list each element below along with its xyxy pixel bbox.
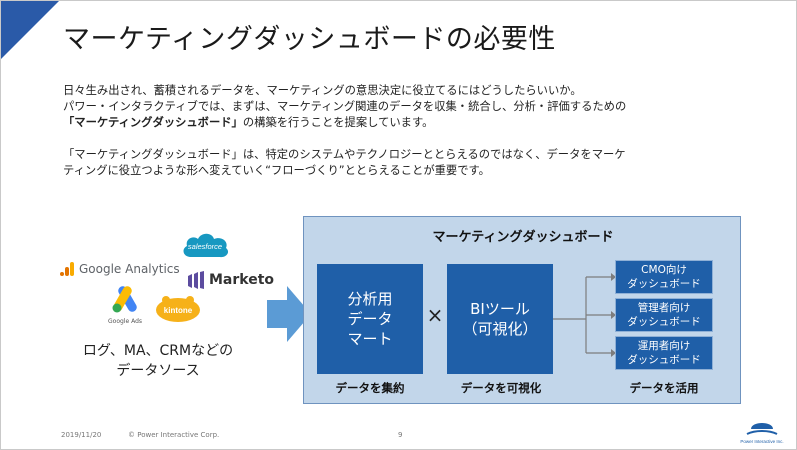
kintone-label: kintone bbox=[164, 306, 193, 315]
caption-line: ログ、MA、CRMなどの bbox=[82, 343, 234, 359]
corner-accent bbox=[1, 1, 59, 59]
body-line: ティングに役立つような形へ変えていく“フローづくり”ととらえることが重要です。 bbox=[63, 164, 490, 177]
google-analytics-icon bbox=[60, 262, 74, 276]
block-line: （可視化） bbox=[462, 320, 538, 338]
emphasis-text: 「マーケティングダッシュボード」 bbox=[63, 116, 243, 129]
dashboard-title: マーケティングダッシュボード bbox=[432, 230, 614, 245]
marketo-label: Marketo bbox=[209, 272, 275, 288]
block-line: マート bbox=[347, 330, 393, 348]
output-line: 管理者向け bbox=[637, 302, 691, 314]
body-text: 日々生み出され、蓄積されるデータを、マーケティングの意思決定に役立てるにはどうし… bbox=[63, 83, 753, 179]
output-line: CMO向け bbox=[641, 264, 687, 276]
caption-visualize: データを可視化 bbox=[460, 381, 542, 395]
body-line: パワー・インタラクティブでは、まずは、マーケティング関連のデータを収集・統合し、… bbox=[63, 100, 627, 113]
google-analytics-label: Google Analytics bbox=[79, 262, 180, 276]
output-line: ダッシュボード bbox=[627, 316, 701, 328]
block-line: データ bbox=[347, 310, 393, 328]
marketo-logo: Marketo bbox=[187, 271, 274, 289]
google-ads-logo: Google Ads bbox=[101, 285, 149, 325]
caption-line: データソース bbox=[116, 363, 200, 379]
power-interactive-logo-icon: Power Interactive Inc. bbox=[740, 423, 784, 444]
dashboard-panel: マーケティングダッシュボード 分析用 データ マート × BIツール （可視化）… bbox=[303, 216, 741, 404]
bi-tool-block: BIツール （可視化） bbox=[447, 264, 553, 374]
footer-date: 2019/11/20 bbox=[61, 431, 102, 439]
cmo-dashboard-box: CMO向け ダッシュボード bbox=[615, 260, 713, 294]
arrow-right-icon bbox=[267, 286, 311, 342]
multiply-sign: × bbox=[426, 303, 444, 327]
data-mart-block: 分析用 データ マート bbox=[317, 264, 423, 374]
google-ads-label: Google Ads bbox=[108, 318, 142, 325]
operator-dashboard-box: 運用者向け ダッシュボード bbox=[615, 336, 713, 370]
manager-dashboard-box: 管理者向け ダッシュボード bbox=[615, 298, 713, 332]
output-line: 運用者向け bbox=[637, 340, 691, 352]
body-line: 「マーケティングダッシュボード」は、特定のシステムやテクノロジーととらえるのでは… bbox=[63, 148, 626, 161]
slide-title: マーケティングダッシュボードの必要性 bbox=[63, 24, 556, 55]
salesforce-label: salesforce bbox=[188, 242, 222, 251]
page-number: 9 bbox=[398, 431, 403, 439]
kintone-icon: kintone bbox=[156, 296, 200, 322]
flow-connector-lines bbox=[553, 273, 616, 357]
caption-utilize: データを活用 bbox=[629, 381, 699, 395]
body-line-rest: の構築を行うことを提案しています。 bbox=[242, 116, 434, 129]
block-line: BIツール bbox=[470, 300, 530, 318]
footer-logo-text: Power Interactive Inc. bbox=[740, 439, 783, 444]
block-line: 分析用 bbox=[347, 290, 393, 308]
caption-aggregate: データを集約 bbox=[335, 381, 405, 395]
body-line: 「マーケティングダッシュボード」の構築を行うことを提案しています。 bbox=[63, 115, 753, 131]
salesforce-cloud-icon: salesforce bbox=[183, 233, 229, 258]
google-analytics-logo: Google Analytics bbox=[59, 261, 180, 277]
marketo-icon bbox=[188, 271, 204, 289]
data-source-caption: ログ、MA、CRMなどの データソース bbox=[63, 341, 253, 381]
output-line: ダッシュボード bbox=[627, 278, 701, 290]
output-line: ダッシュボード bbox=[627, 354, 701, 366]
google-ads-icon bbox=[112, 286, 137, 313]
footer-copyright: © Power Interactive Corp. bbox=[128, 431, 220, 439]
body-line: 日々生み出され、蓄積されるデータを、マーケティングの意思決定に役立てるにはどうし… bbox=[63, 84, 582, 97]
